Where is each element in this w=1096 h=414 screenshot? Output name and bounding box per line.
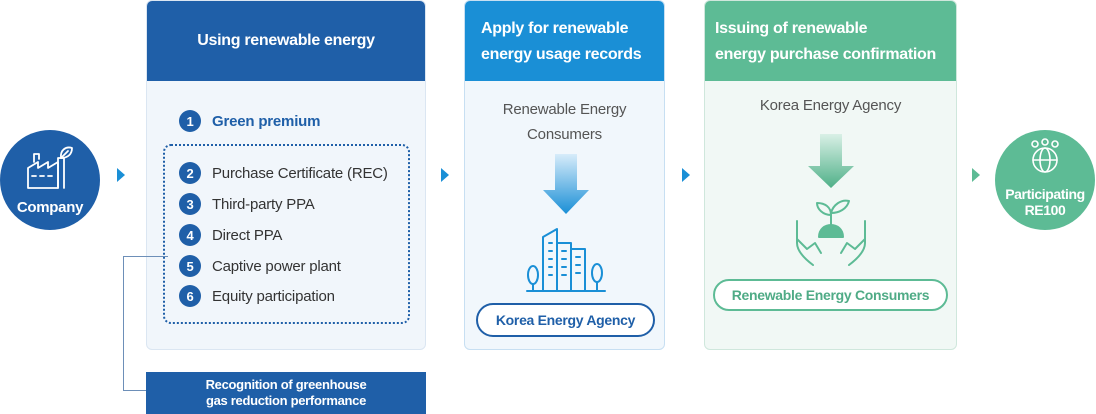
connector-line [123, 256, 124, 390]
option-label: Direct PPA [212, 226, 283, 244]
company-label: Company [16, 199, 84, 216]
plant-in-hands-icon [796, 199, 866, 266]
down-arrow-icon [808, 134, 854, 188]
option-item-5: 5 Captive power plant [179, 255, 341, 277]
flow-arrow-1 [117, 168, 125, 182]
options-group [163, 144, 410, 324]
option-label: Captive power plant [212, 257, 341, 275]
stage2-title: Apply for renewable energy usage records [465, 1, 664, 81]
connector-line [123, 256, 168, 257]
stage2-subtitle-line2: Consumers [527, 126, 602, 143]
company-node: Company [0, 130, 100, 230]
stage3-title: Issuing of renewable energy purchase con… [705, 1, 956, 81]
stage2-subtitle-line1: Renewable Energy [502, 101, 627, 118]
option-item-1: 1 Green premium [179, 110, 320, 132]
option-number: 3 [179, 193, 201, 215]
option-number: 1 [179, 110, 201, 132]
option-item-4: 4 Direct PPA [179, 224, 282, 246]
greenhouse-note-line2: gas reduction performance [205, 393, 367, 408]
option-item-6: 6 Equity participation [179, 285, 335, 307]
people-globe-icon [1031, 138, 1059, 173]
re100-label-line2: RE100 [1024, 202, 1066, 218]
stage2-title-line2: energy usage records [481, 46, 642, 63]
korea-energy-agency-badge: Korea Energy Agency [476, 303, 655, 337]
flow-arrow-2 [441, 168, 449, 182]
stage2-subtitle: Renewable Energy Consumers [465, 97, 664, 147]
option-item-2: 2 Purchase Certificate (REC) [179, 162, 388, 184]
stage1-card: Using renewable energy 1 Green premium 2… [146, 0, 426, 350]
greenhouse-note: Recognition of greenhouse gas reduction … [146, 372, 426, 414]
stage3-title-line2: energy purchase confirmation [715, 46, 936, 63]
option-number: 6 [179, 285, 201, 307]
option-label: Equity participation [212, 287, 335, 305]
re100-node: Participating RE100 [995, 130, 1095, 230]
option-label: Purchase Certificate (REC) [212, 164, 388, 182]
renewable-energy-consumers-badge: Renewable Energy Consumers [713, 279, 948, 311]
down-arrow-icon [543, 154, 589, 214]
stage3-subtitle: Korea Energy Agency [759, 97, 902, 114]
flow-arrow-4 [972, 168, 980, 182]
option-label: Green premium [212, 112, 321, 130]
option-number: 4 [179, 224, 201, 246]
stage2-title-line1: Apply for renewable [481, 20, 629, 37]
option-number: 2 [179, 162, 201, 184]
option-label: Third-party PPA [212, 195, 315, 213]
option-number: 5 [179, 255, 201, 277]
stage3-title-line1: Issuing of renewable [715, 20, 868, 37]
factory-icon [27, 146, 73, 189]
buildings-icon [526, 228, 606, 292]
stage3-card: Issuing of renewable energy purchase con… [704, 0, 957, 350]
stage2-card: Apply for renewable energy usage records… [464, 0, 665, 350]
re100-label: Participating RE100 [995, 186, 1095, 218]
greenhouse-note-line1: Recognition of greenhouse [205, 377, 367, 392]
option-item-3: 3 Third-party PPA [179, 193, 315, 215]
connector-line [123, 390, 146, 391]
flow-arrow-3 [682, 168, 690, 182]
re100-label-line1: Participating [1005, 186, 1085, 202]
stage1-title: Using renewable energy [147, 1, 425, 81]
